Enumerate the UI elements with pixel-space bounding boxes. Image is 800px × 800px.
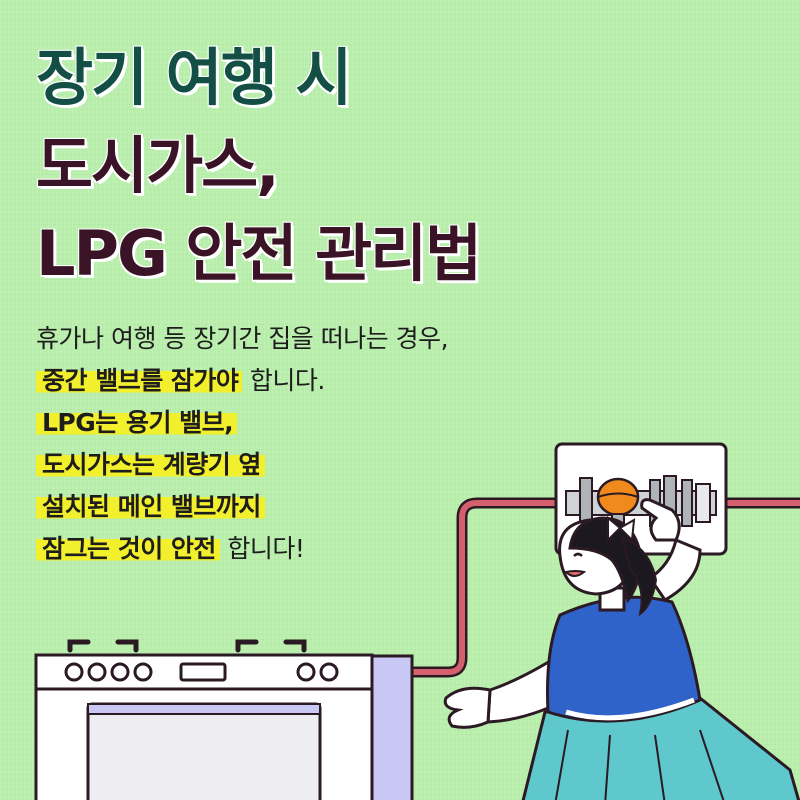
- highlight-lpg-cylinder-valve: LPG는 용기 밸브,: [36, 408, 238, 437]
- body-line-5: 설치된 메인 밸브까지: [36, 486, 448, 528]
- gas-pipe-icon: [372, 497, 800, 678]
- title-line-3: LPG 안전 관리법: [36, 217, 482, 290]
- gas-stove-icon: [34, 639, 414, 800]
- main-valve-icon: [596, 477, 640, 525]
- page-title: 장기 여행 시 도시가스, LPG 안전 관리법: [36, 34, 482, 298]
- body-line-2-rest: 합니다.: [249, 366, 325, 395]
- highlight-close-middle-valve: 중간 밸브를 잠가야: [36, 366, 243, 395]
- body-line-3: LPG는 용기 밸브,: [36, 402, 448, 444]
- body-line-6-rest: 합니다!: [227, 534, 305, 563]
- body-line-4: 도시가스는 계량기 옆: [36, 444, 448, 486]
- title-line-1: 장기 여행 시: [36, 41, 352, 114]
- highlight-main-valve: 설치된 메인 밸브까지: [36, 492, 265, 521]
- body-line-6: 잠그는 것이 안전 합니다!: [36, 528, 448, 570]
- body-line-2: 중간 밸브를 잠가야 합니다.: [36, 360, 448, 402]
- title-line-2: 도시가스,: [36, 129, 280, 202]
- body-text: 휴가나 여행 등 장기간 집을 떠나는 경우, 중간 밸브를 잠가야 합니다. …: [36, 318, 449, 570]
- highlight-city-gas-meter: 도시가스는 계량기 옆: [36, 450, 265, 479]
- woman-character-icon: [443, 498, 800, 800]
- highlight-closing-is-safe: 잠그는 것이 안전: [36, 534, 220, 563]
- body-line-1: 휴가나 여행 등 장기간 집을 떠나는 경우,: [36, 324, 449, 353]
